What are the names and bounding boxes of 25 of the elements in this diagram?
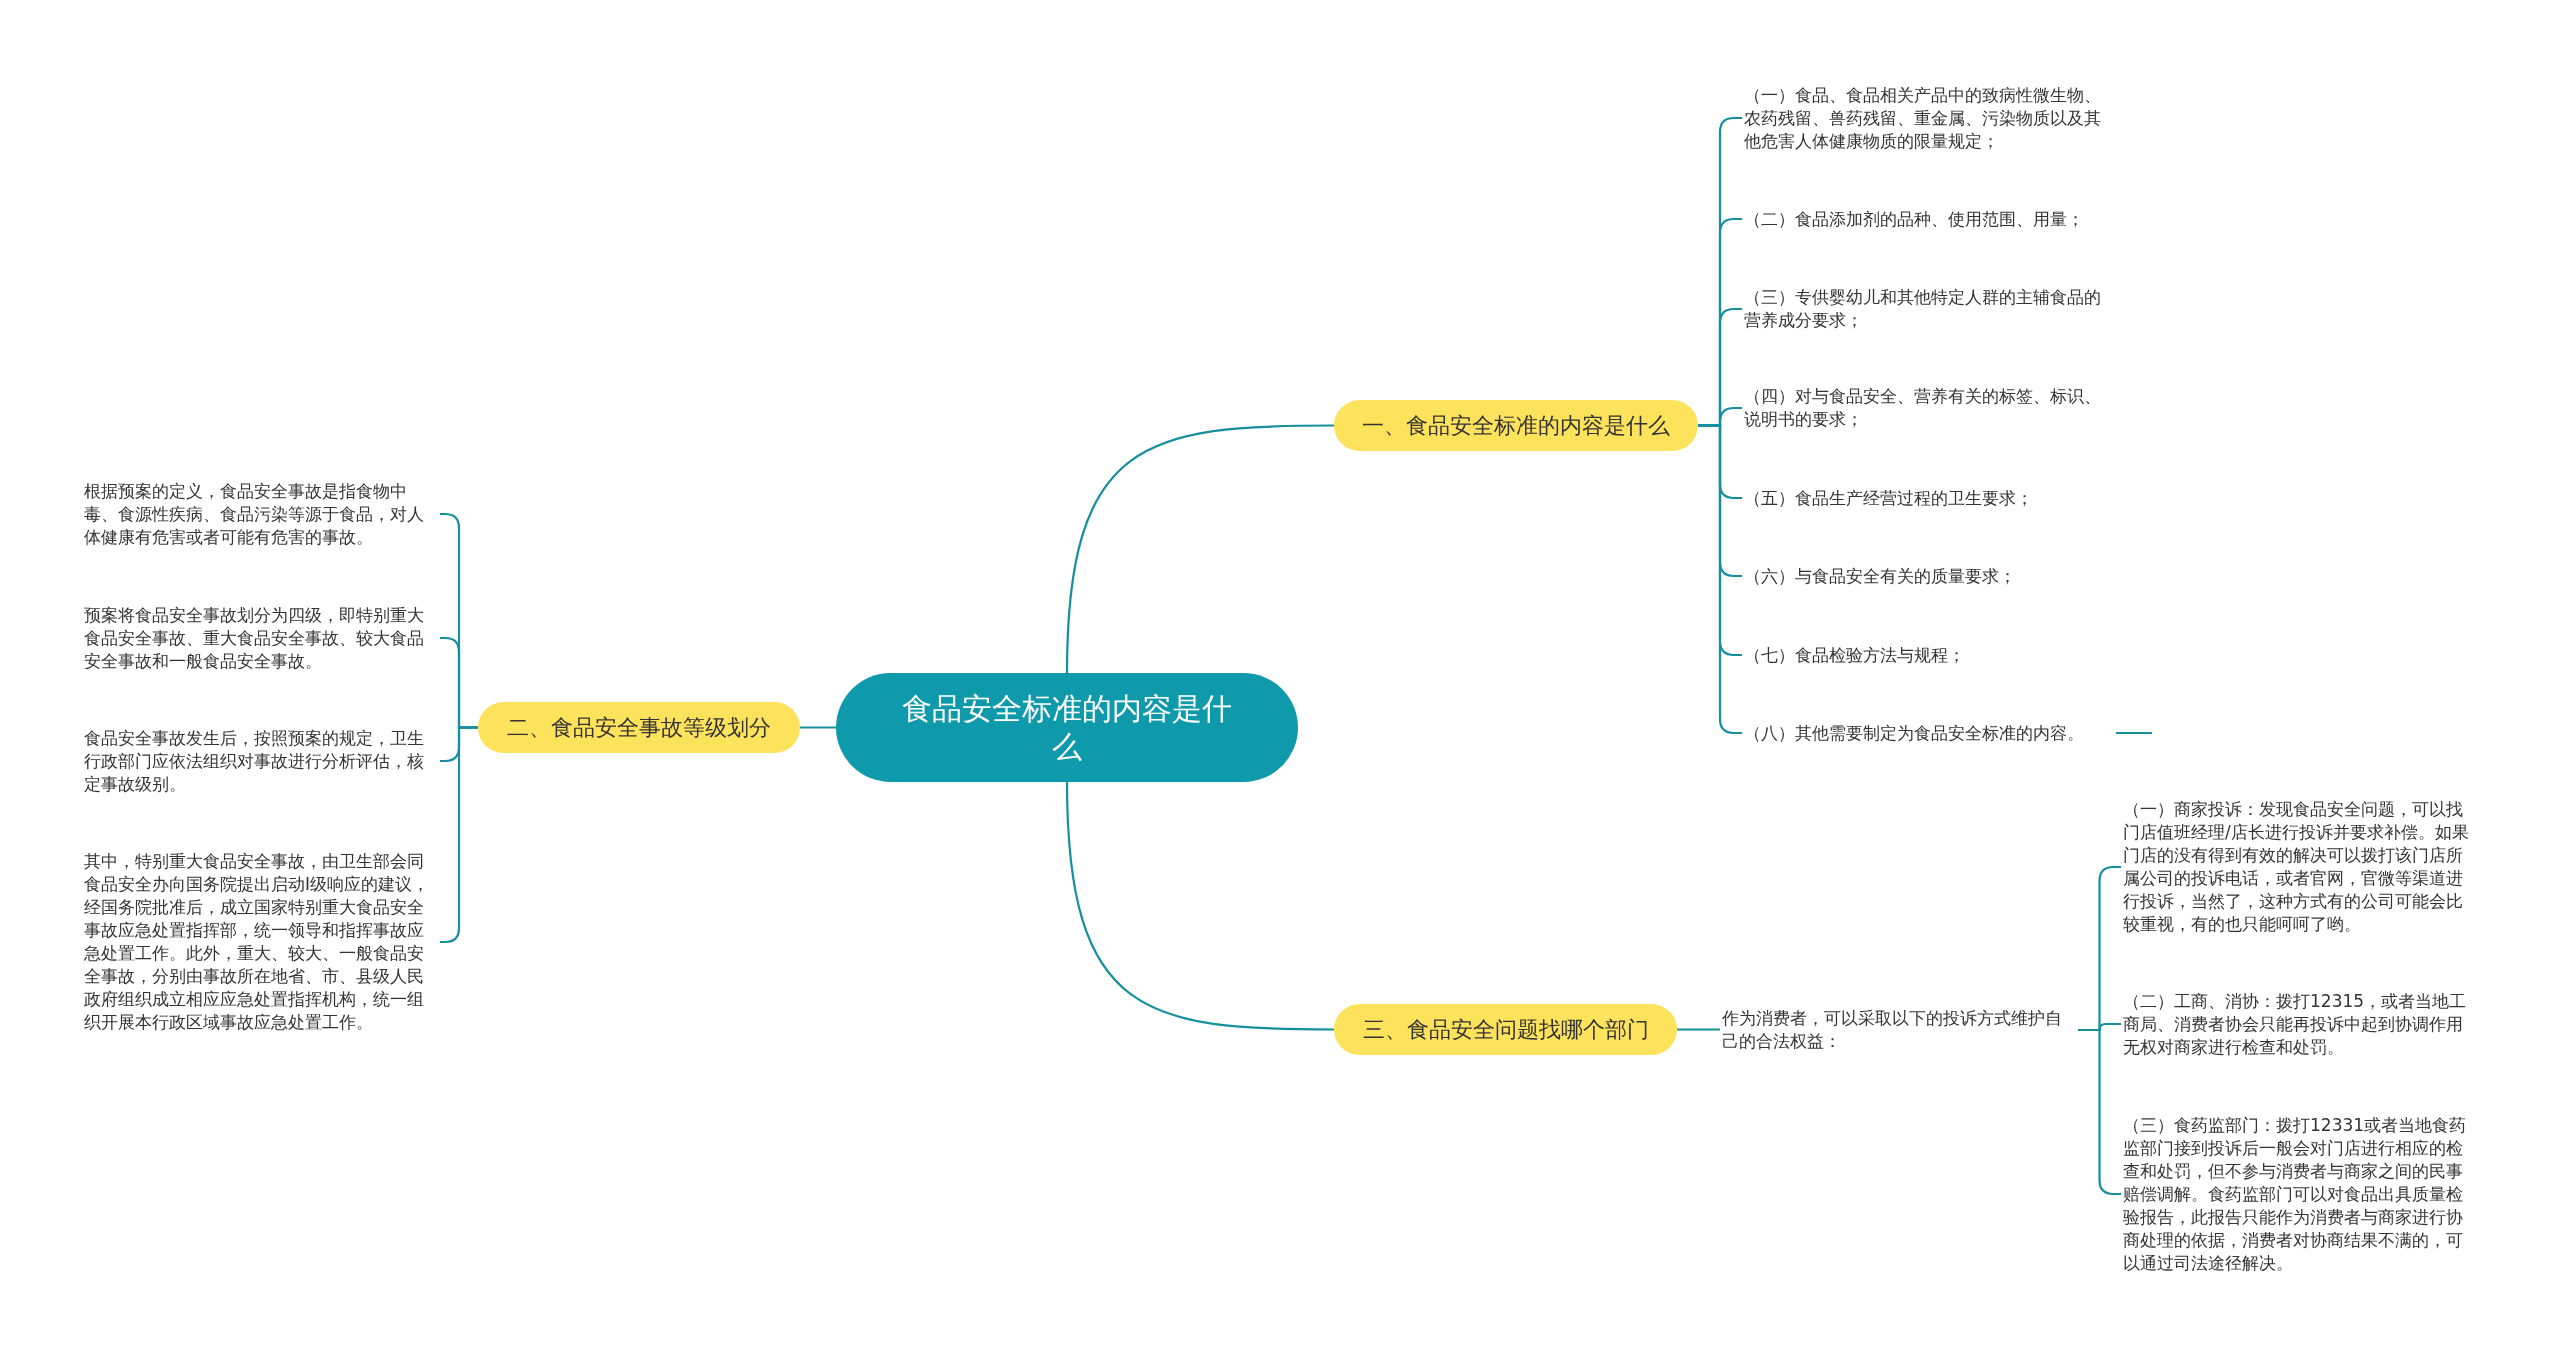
- topic-text: 食品安全事故发生后，按照预案的规定，卫生行政部门应依法组织对事故进行分析评估，核定事故级别。: [82, 726, 440, 796]
- topic-text: 作为消费者，可以采取以下的投诉方式维护自己的合法权益：: [1720, 1007, 2078, 1053]
- topic-text: （一）商家投诉：发现食品安全问题，可以找门店值班经理/店长进行投诉并要求补偿。如果门店的没有得到有效的解决可以拨打该门店所属公司的投诉电话，或者官网，官微等渠道进行投诉，当然了，这种方式有的公司可能会比较重视，有的也只能呵呵了哟。: [2121, 798, 2481, 936]
- connector-line: [800, 726, 836, 729]
- topic-text: （三）专供婴幼儿和其他特定人群的主辅食品的营养成分要求；: [1742, 286, 2112, 332]
- topic-text: 预案将食品安全事故划分为四级，即特别重大食品安全事故、重大食品安全事故、较大食品安全事故和一般食品安全事故。: [82, 603, 440, 673]
- topic-text: （六）与食品安全有关的质量要求；: [1742, 564, 2112, 588]
- connector-line: [2116, 731, 2152, 735]
- connector-line: [1677, 1028, 1720, 1031]
- topic-text: （三）食药监部门：拨打12331或者当地食药监部门接到投诉后一般会对门店进行相应的检查和处罚，但不参与消费者与商家之间的民事赔偿调解。食药监部门可以对食品出具质量检验报告，此报告只能作为消费者与商家进行协商处理的依据，消费者对协商结果不满的，可以通过司法途径解决。: [2121, 1113, 2481, 1275]
- topic-text: 根据预案的定义，食品安全事故是指食物中毒、食源性疾病、食品污染等源于食品，对人体健康有危害或者可能有危害的事故。: [82, 479, 440, 549]
- topic-pill: 一、食品安全标准的内容是什么: [1334, 400, 1698, 451]
- topic-text: （二）食品添加剂的品种、使用范围、用量；: [1742, 207, 2112, 231]
- topic-text: 其中，特别重大食品安全事故，由卫生部会同食品安全办向国务院提出启动I级响应的建议，经国务院批准后，成立国家特别重大食品安全事故应急处置指挥部，统一领导和指挥事故应急处置工作。此外，重大、较大、一般食品安全事故，分别由事故所在地省、市、县级人民政府组织成立相应应急处置指挥机构，统一组织开展本行政区域事故应急处置工作。: [82, 850, 440, 1034]
- topic-text: （七）食品检验方法与规程；: [1742, 643, 2112, 667]
- topic-text: （五）食品生产经营过程的卫生要求；: [1742, 486, 2112, 510]
- central-topic: 食品安全标准的内容是什么: [836, 673, 1298, 782]
- connector-line: [1065, 781, 1334, 1031]
- connector-line: [1065, 424, 1334, 674]
- topic-pill: 三、食品安全问题找哪个部门: [1334, 1004, 1677, 1055]
- topic-text: （四）对与食品安全、营养有关的标签、标识、说明书的要求；: [1742, 385, 2112, 431]
- topic-text: （一）食品、食品相关产品中的致病性微生物、农药残留、兽药残留、重金属、污染物质以及其他危害人体健康物质的限量规定；: [1742, 83, 2112, 153]
- topic-pill: 二、食品安全事故等级划分: [478, 702, 800, 753]
- topic-text: （八）其他需要制定为食品安全标准的内容。: [1742, 721, 2112, 745]
- topic-text: （二）工商、消协：拨打12315，或者当地工商局、消费者协会只能再投诉中起到协调作用无权对商家进行检查和处罚。: [2121, 989, 2481, 1059]
